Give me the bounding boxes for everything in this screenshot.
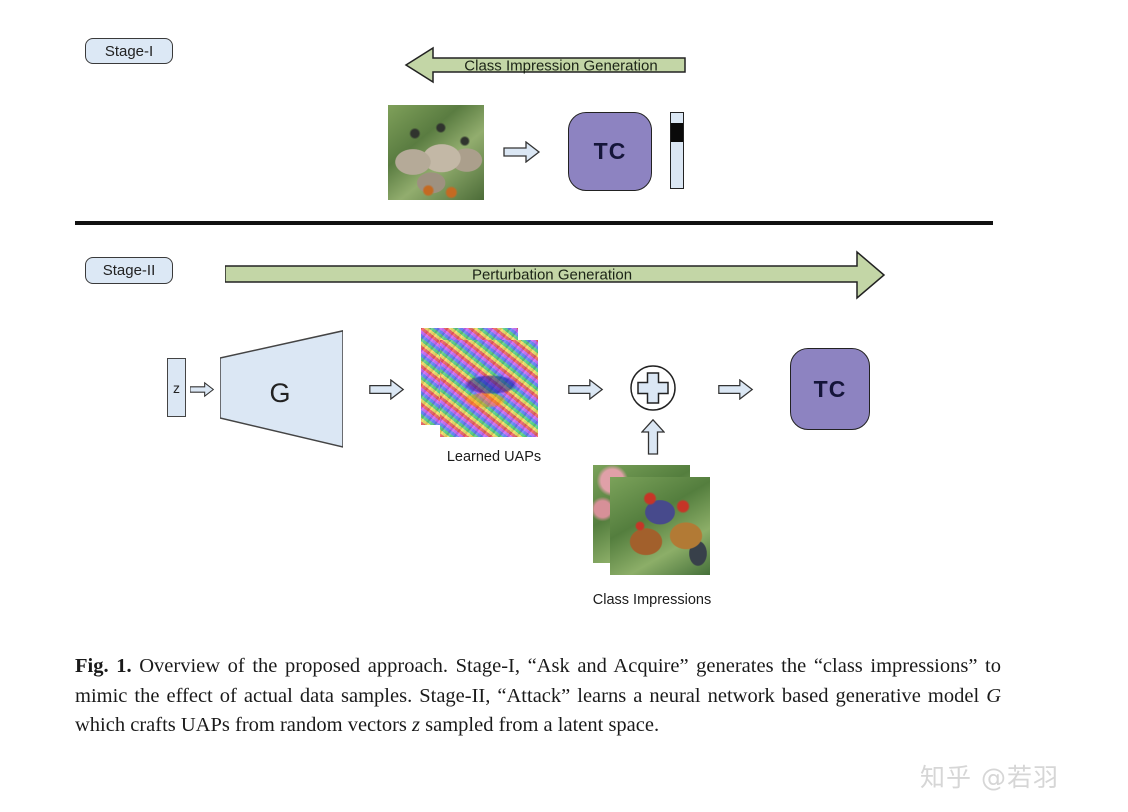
data-samples-image: [388, 105, 484, 200]
right-block-arrow-shape: [568, 379, 604, 400]
add-operation-icon: [630, 365, 676, 411]
plus-cross-shape: [637, 372, 669, 404]
caption-text-1: Overview of the proposed approach. Stage…: [75, 655, 1002, 707]
target-classifier-stage2: TC: [790, 348, 870, 430]
g-to-uap-arrow-icon: [369, 379, 405, 400]
generator-shape: [220, 330, 343, 448]
caption-var-z: z: [412, 714, 421, 736]
latent-vector-box: z: [167, 358, 186, 417]
stage2-badge: Stage-II: [85, 257, 173, 284]
figure-caption: Fig. 1. Overview of the proposed approac…: [75, 652, 1001, 741]
target-classifier-stage1: TC: [568, 112, 652, 191]
stage1-badge: Stage-I: [85, 38, 173, 64]
left-block-arrow-shape: [404, 46, 686, 84]
z-to-g-arrow-icon: [190, 381, 214, 398]
perturbation-generation-label: Perturbation Generation: [472, 267, 632, 284]
right-block-arrow-shape: [190, 381, 214, 398]
learned-uaps-label: Learned UAPs: [446, 449, 542, 465]
onehot-filled-bin: [671, 123, 683, 142]
right-banner-arrow-shape: [225, 250, 886, 300]
stage1-flow-arrow-icon: [503, 141, 541, 163]
right-block-arrow-shape: [369, 379, 405, 400]
learned-uap-image-front: [440, 340, 538, 437]
caption-fig-label: Fig. 1.: [75, 655, 132, 677]
plus-to-tc-arrow-icon: [718, 379, 754, 400]
caption-var-g: G: [986, 684, 1001, 707]
stage2-badge-label: Stage-II: [102, 262, 156, 279]
zhihu-watermark: 知乎 @若羽: [920, 763, 1059, 792]
latent-vector-label: z: [173, 379, 180, 396]
class-impression-generation-label: Class Impression Generation: [464, 58, 657, 75]
tc2-label: TC: [813, 375, 847, 402]
class-impressions-label: Class Impressions: [592, 592, 712, 608]
caption-text-3: sampled from a latent space.: [420, 714, 660, 736]
up-block-arrow-shape: [641, 419, 665, 455]
onehot-output-vector: [670, 112, 684, 189]
stage1-badge-label: Stage-I: [104, 42, 154, 60]
tc1-label: TC: [593, 138, 627, 164]
generator-trapezoid: G: [220, 330, 343, 448]
right-block-arrow-shape: [718, 379, 754, 400]
right-block-arrow-shape: [503, 141, 541, 163]
class-impressions-image-front: [610, 477, 710, 575]
class-impression-generation-arrow: Class Impression Generation: [404, 46, 686, 84]
stage-divider-line: [75, 221, 993, 225]
perturbation-generation-arrow: Perturbation Generation: [225, 250, 886, 300]
generator-label: G: [269, 378, 290, 408]
caption-text-2: which crafts UAPs from random vectors: [75, 714, 413, 736]
uap-to-plus-arrow-icon: [568, 379, 604, 400]
class-impressions-up-arrow-icon: [641, 419, 665, 455]
